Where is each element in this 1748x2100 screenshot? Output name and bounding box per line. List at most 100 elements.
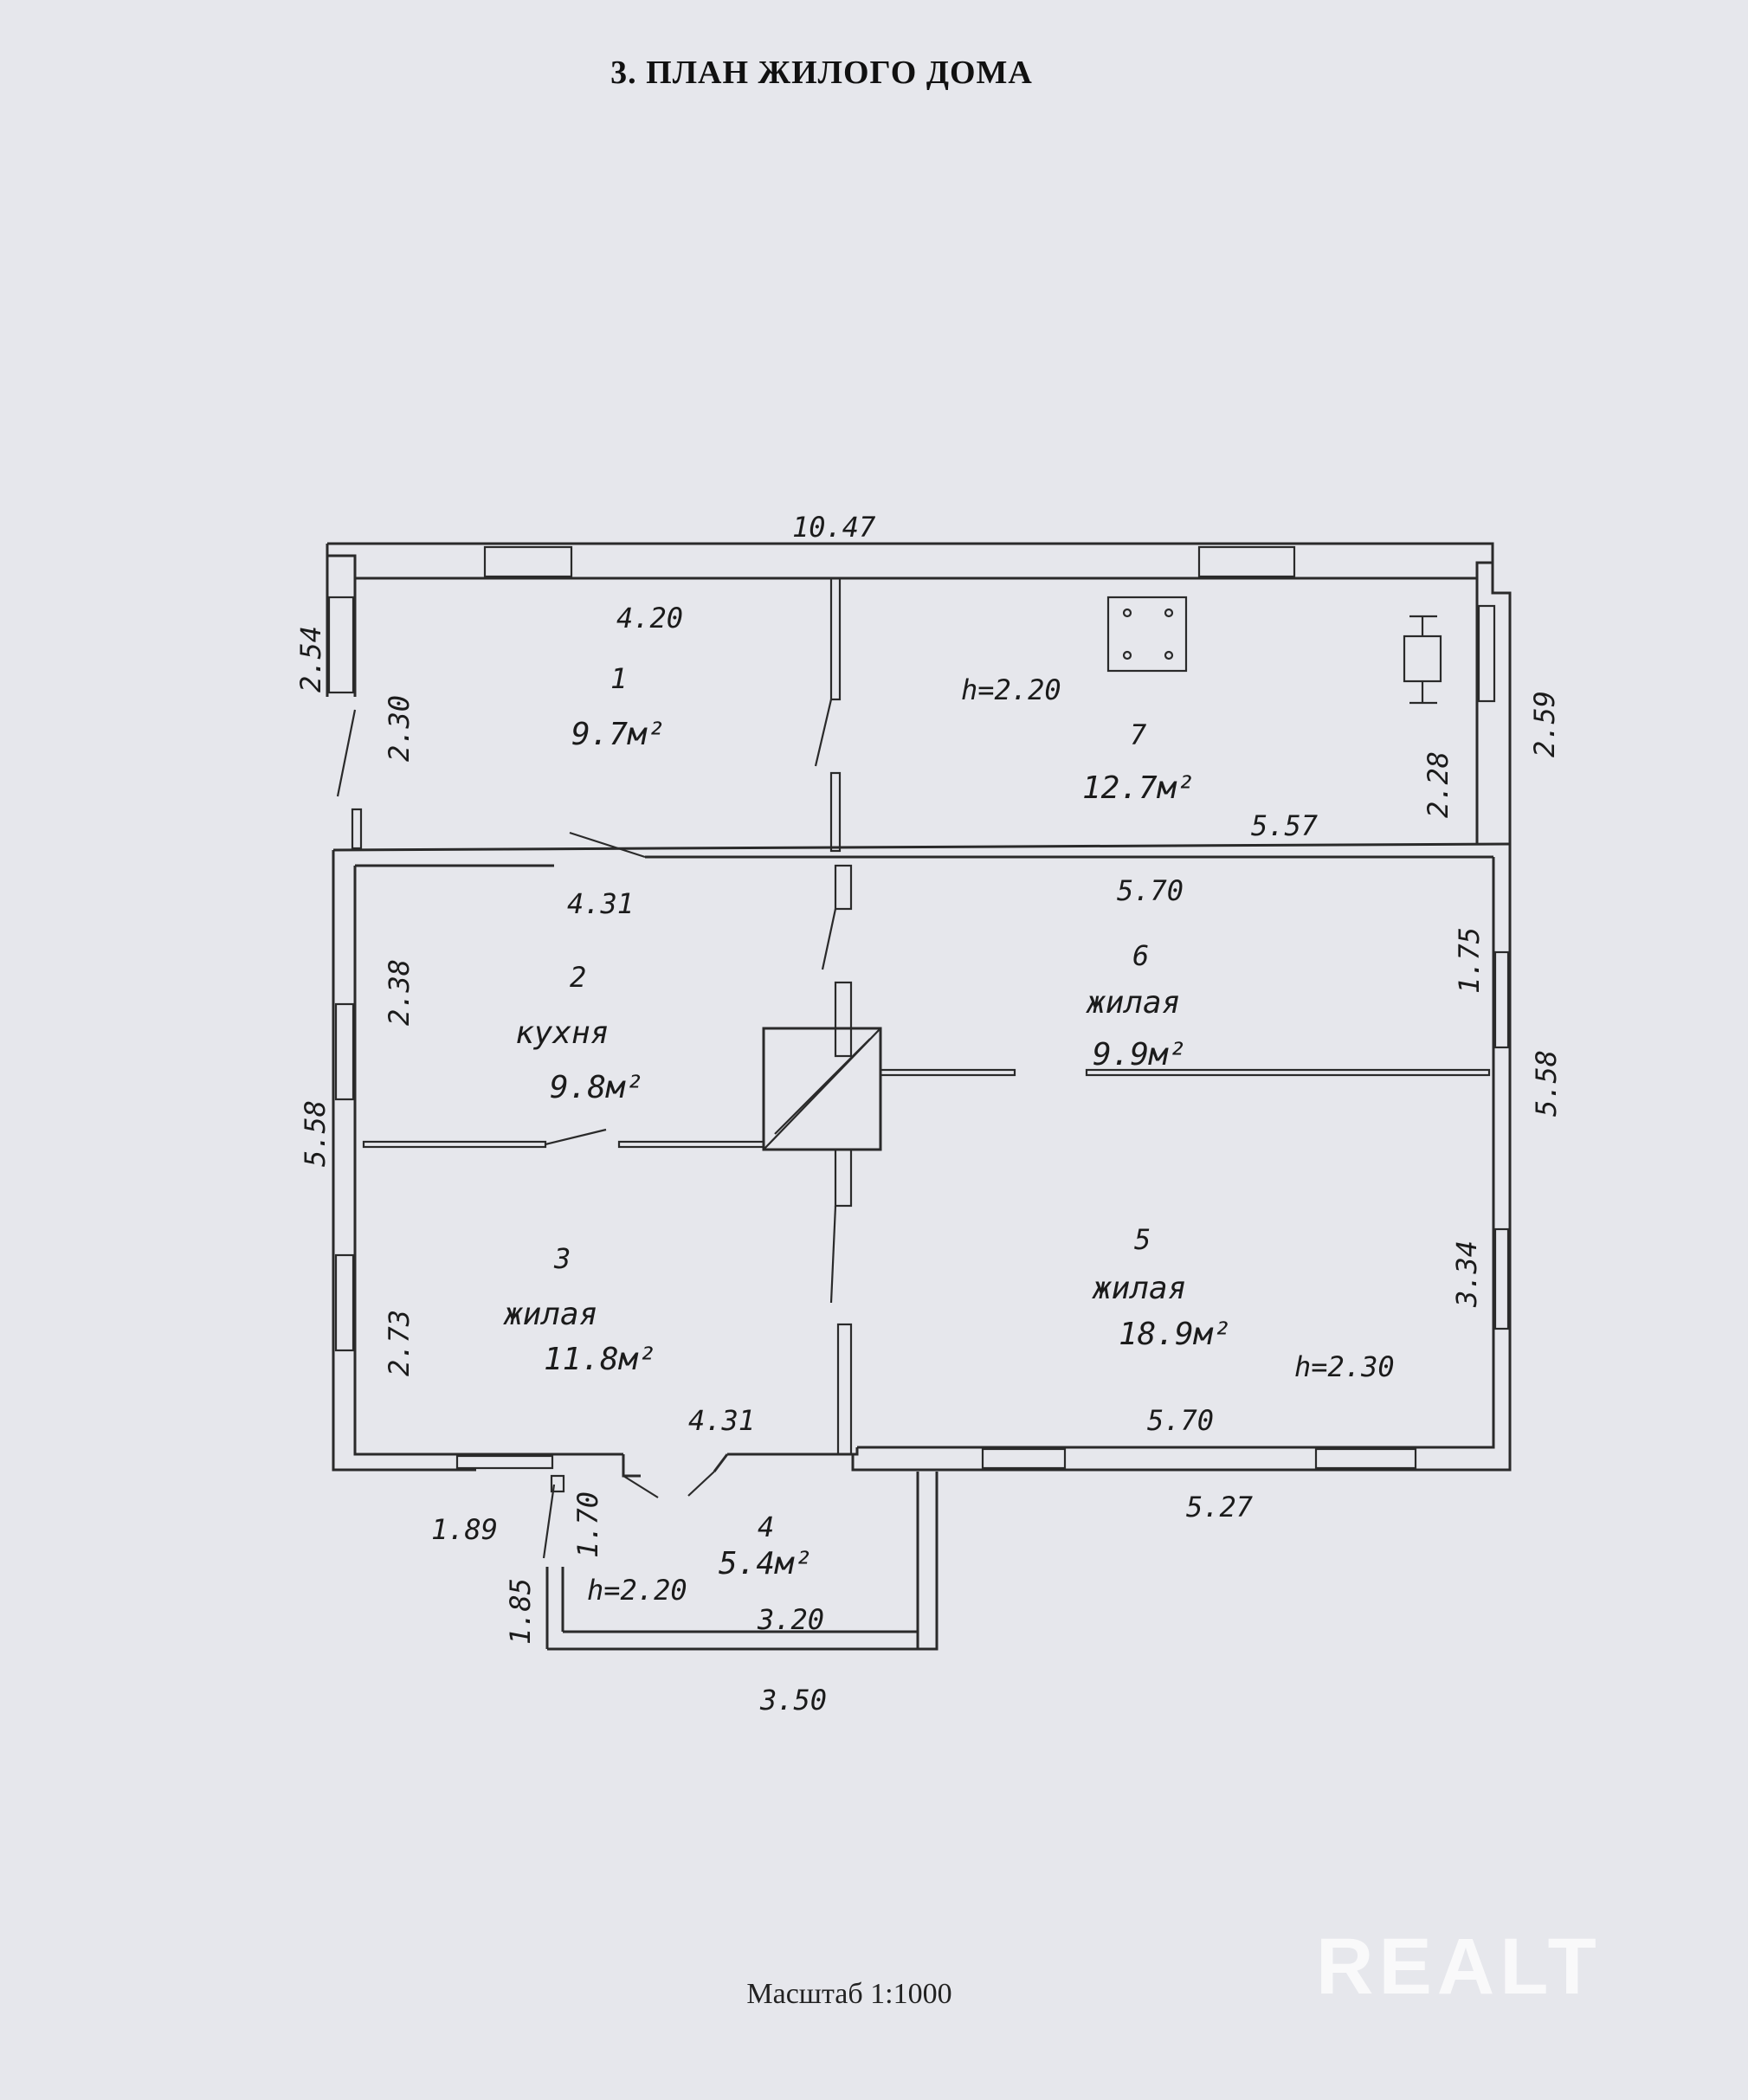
porch-door (542, 1484, 556, 1559)
boiler-dot-4 (1164, 650, 1174, 660)
door-left-upper (336, 709, 357, 797)
room2-area: 9.8м² (550, 1070, 643, 1105)
stove-diagonal-2 (774, 1038, 871, 1135)
room4-number: 4 (758, 1511, 774, 1543)
window-left-kitchen (334, 1002, 355, 1101)
wall-2-3-right (617, 1140, 765, 1149)
dim-porch-left-top: 1.89 (431, 1513, 498, 1546)
window-bottom-room3 (455, 1454, 554, 1470)
window-right-upper (1477, 604, 1496, 703)
boiler-dot-1 (1122, 608, 1132, 618)
door-3-5 (829, 1205, 837, 1304)
window-bottom-room5-b (1314, 1447, 1417, 1470)
bottom-wall-step (622, 1454, 641, 1478)
left-lower-wall-inner (353, 866, 459, 1456)
dim-room3-bottom: 4.31 (688, 1404, 755, 1437)
dim-porch-left-outer: 1.85 (504, 1578, 537, 1645)
room5-area: 18.9м² (1119, 1317, 1231, 1352)
dim-right-upper-inner: 2.28 (1422, 751, 1455, 818)
dim-room5-right: 3.34 (1450, 1240, 1483, 1308)
dim-left-upper-outer: 2.54 (294, 626, 327, 692)
room2-number: 2 (570, 961, 586, 994)
wall-3-5-lower (836, 1323, 853, 1456)
room4-height: h=2.20 (587, 1574, 687, 1607)
room6-name: жилая (1086, 985, 1180, 1021)
room5-name: жилая (1092, 1271, 1186, 1306)
right-lower-wall (851, 844, 1512, 1472)
room3-number: 3 (553, 1242, 571, 1275)
window-right-room6 (1493, 950, 1510, 1049)
wall-2-6-lower (834, 981, 853, 1058)
window-top-left (483, 545, 573, 578)
door-1-2 (569, 831, 646, 859)
room-labels: 1 9.7м² 7 12.7м² h=2.20 2 кухня 9.8м² 6 … (503, 662, 1395, 1607)
page-title: 3. ПЛАН ЖИЛОГО ДОМА (610, 55, 1033, 91)
dim-room1-top: 4.20 (616, 602, 683, 635)
room4-area: 5.4м² (719, 1546, 812, 1581)
door-3-4-left (622, 1475, 659, 1498)
room7-area: 12.7м² (1082, 770, 1195, 806)
dim-left-upper-inner: 2.30 (383, 695, 416, 762)
left-lower-wall (332, 850, 476, 1472)
door-2-6 (821, 908, 837, 970)
exterior-walls (326, 542, 1512, 1478)
room2-name: кухня (515, 1015, 609, 1051)
window-right-room5 (1493, 1227, 1510, 1330)
stove (762, 1027, 882, 1151)
wall-1-7-upper (829, 577, 842, 701)
realt-watermark: REALT (1316, 1923, 1602, 2011)
mid-wall-outer (332, 842, 1511, 852)
dim-left-lower-outer: 5.58 (299, 1100, 332, 1167)
window-left-upper (327, 596, 355, 694)
bottom-wall-step-2 (713, 1453, 729, 1472)
bottom-wall-mid (727, 1447, 859, 1456)
dim-overall-top: 10.47 (792, 511, 875, 544)
dim-porch-inner-bottom: 3.20 (757, 1603, 824, 1636)
scale-note: Масштаб 1:1000 (746, 1978, 952, 2010)
porch-right-wall (916, 1472, 939, 1651)
porch-post (550, 1474, 565, 1493)
wall-3-5-upper (834, 1148, 853, 1208)
dim-bottom-right-outer: 5.27 (1186, 1491, 1253, 1523)
dim-porch-outer-bottom: 3.50 (759, 1684, 827, 1717)
dim-room2-top: 4.31 (567, 887, 634, 920)
wall-left-stub (351, 808, 363, 850)
room3-name: жилая (503, 1297, 597, 1332)
windows (327, 545, 1510, 1470)
dim-room5-bottom: 5.70 (1147, 1404, 1214, 1437)
interior-walls (336, 577, 1491, 1498)
boiler-dot-2 (1164, 608, 1174, 618)
room5-height: h=2.30 (1294, 1350, 1395, 1383)
room1-number: 1 (610, 662, 627, 695)
boiler (1106, 596, 1188, 673)
room7-number: 7 (1130, 718, 1146, 751)
dim-right-lower-outer: 5.58 (1530, 1050, 1563, 1117)
window-bottom-room5-a (981, 1447, 1067, 1470)
wall-6-5-left (879, 1068, 1016, 1077)
dim-room6-right: 1.75 (1453, 927, 1486, 994)
window-left-room3 (334, 1253, 355, 1352)
room1-area: 9.7м² (571, 717, 665, 752)
right-lower-wall-inner (857, 857, 1495, 1449)
room6-area: 9.9м² (1093, 1037, 1186, 1073)
window-top-right (1197, 545, 1296, 578)
room3-area: 11.8м² (544, 1342, 656, 1377)
wall-6-5-right (1085, 1068, 1491, 1077)
room5-number: 5 (1134, 1223, 1151, 1256)
room7-height: h=2.20 (961, 673, 1061, 706)
dim-room7-bottom: 5.57 (1251, 809, 1318, 842)
boiler-dot-3 (1122, 650, 1132, 660)
door-2-3 (545, 1128, 607, 1146)
door-3-4-right (687, 1471, 715, 1497)
dim-room3-left: 2.73 (383, 1310, 416, 1376)
top-wall-outer (327, 542, 1512, 855)
wall-2-6-upper (834, 864, 853, 911)
dim-porch-left-inner: 1.70 (571, 1491, 604, 1558)
top-wall (326, 544, 1494, 580)
dimension-labels: 10.47 4.20 2.54 2.30 2.59 2.28 5.57 4.31… (294, 511, 1563, 1717)
porch-walls (542, 1472, 939, 1651)
door-1-7 (814, 699, 833, 767)
room6-number: 6 (1132, 939, 1149, 972)
dim-room2-left: 2.38 (383, 959, 416, 1026)
